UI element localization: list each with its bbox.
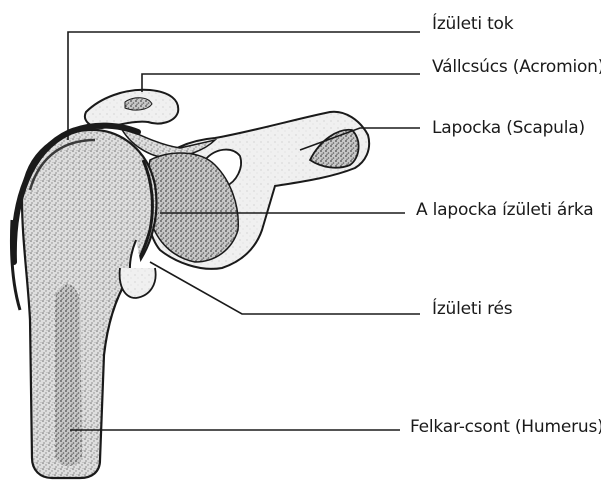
label-scapula: Lapocka (Scapula) (432, 118, 585, 138)
label-joint-space: Ízületi rés (432, 299, 512, 319)
label-glenoid-cavity: A lapocka ízületi árka (416, 200, 593, 220)
inferior-capsule-fold (120, 268, 156, 298)
label-humerus: Felkar-csont (Humerus) (410, 417, 601, 437)
humerus-shape (22, 130, 156, 478)
label-acromion: Vállcsúcs (Acromion) (432, 57, 601, 77)
leader-joint-space (150, 262, 420, 314)
leader-acromion (142, 74, 420, 92)
label-joint-capsule: Ízületi tok (432, 14, 513, 34)
medullary-cavity (55, 284, 82, 466)
